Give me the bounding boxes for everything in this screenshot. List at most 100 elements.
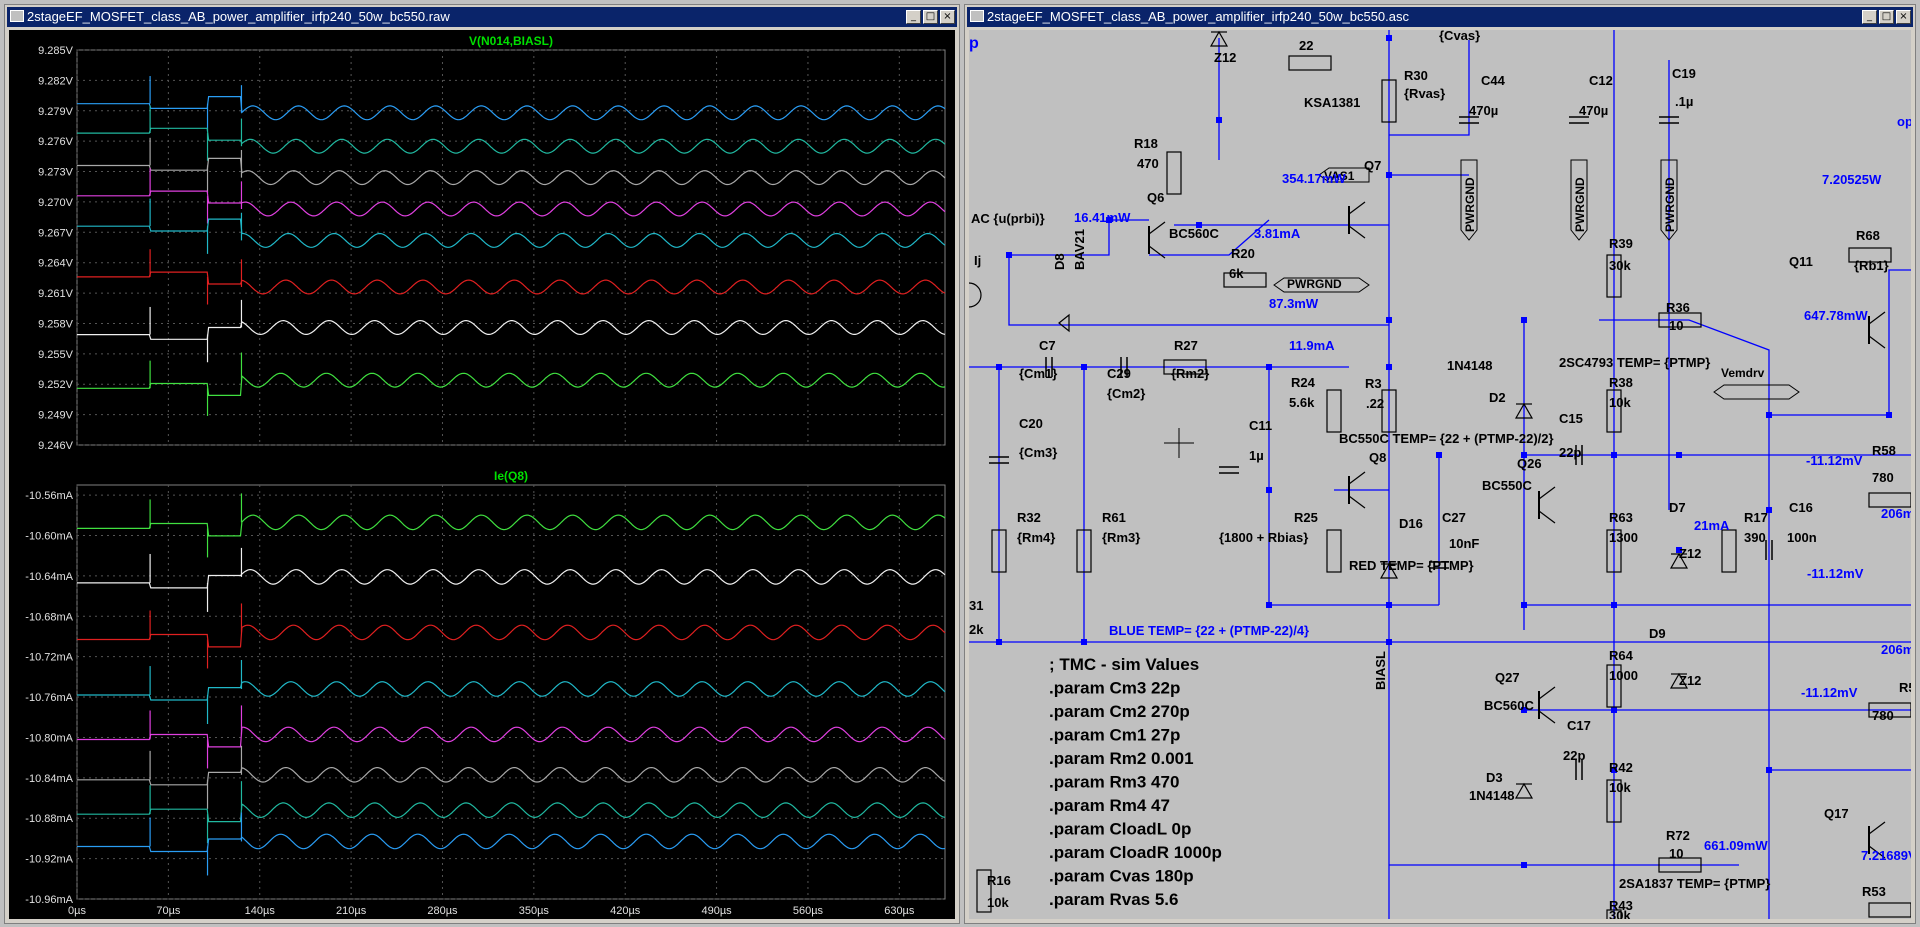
schematic-label[interactable]: C29 <box>1107 366 1131 381</box>
output-wire[interactable] <box>1769 269 1911 416</box>
schematic-label[interactable]: 7.20525W <box>1822 172 1882 187</box>
vemdrv-tag-label[interactable]: Vemdrv <box>1721 366 1765 380</box>
close-button[interactable]: × <box>940 10 955 24</box>
schematic-label[interactable]: BC550C TEMP= {22 + (PTMP-22)/2} <box>1339 431 1554 446</box>
resistor-r22[interactable] <box>1288 55 1332 71</box>
pwrgnd-flag[interactable] <box>1660 159 1678 241</box>
schematic-label[interactable]: 10 <box>1669 846 1683 861</box>
resistor-r64[interactable] <box>1606 664 1622 708</box>
spice-directive[interactable]: .param CloadR 1000p <box>1049 843 1222 862</box>
schematic-label[interactable]: C7 <box>1039 338 1056 353</box>
waveform-window[interactable]: 2stageEF_MOSFET_class_AB_power_amplifier… <box>4 4 960 924</box>
schematic-label[interactable]: C20 <box>1019 416 1043 431</box>
schematic-label[interactable]: {Rb1} <box>1854 258 1889 273</box>
schematic-label[interactable]: 2k <box>969 622 984 637</box>
schematic-label[interactable]: 780 <box>1872 708 1894 723</box>
schematic-label[interactable]: {Cvas} <box>1439 30 1480 43</box>
schematic-label[interactable]: Q17 <box>1824 806 1849 821</box>
schematic-label[interactable]: R53 <box>1862 884 1886 899</box>
schematic-label[interactable]: 1000 <box>1609 668 1638 683</box>
series-line[interactable] <box>77 802 946 823</box>
diode-d3[interactable] <box>1514 782 1534 799</box>
schematic-title-bar[interactable]: 2stageEF_MOSFET_class_AB_power_amplifier… <box>967 7 1913 27</box>
schematic-label[interactable]: 470µ <box>1469 103 1498 118</box>
resistor-r72[interactable] <box>1658 857 1702 873</box>
schematic-label[interactable]: .1µ <box>1675 94 1693 109</box>
resistor-r32[interactable] <box>991 529 1007 573</box>
resistor-r39[interactable] <box>1606 254 1622 298</box>
series-line[interactable] <box>77 766 946 786</box>
resistor-r42[interactable] <box>1606 779 1622 823</box>
series-line[interactable] <box>77 833 946 853</box>
schematic-label[interactable]: 206m <box>1881 506 1911 521</box>
spice-directive[interactable]: .param Cm2 270p <box>1049 702 1190 721</box>
schematic-label[interactable]: BC560C <box>1169 226 1219 241</box>
schematic-label[interactable]: R36 <box>1666 300 1690 315</box>
schematic-label[interactable]: AC {u(prbi)} <box>971 211 1045 226</box>
resistor-r16[interactable] <box>976 869 992 913</box>
spice-directive[interactable]: .param Rvas 5.6 <box>1049 890 1178 909</box>
schematic-label[interactable]: 2SA1837 TEMP= {PTMP} <box>1619 876 1770 891</box>
diode-d9[interactable] <box>1669 672 1689 689</box>
vas1-tag[interactable] <box>1318 167 1370 183</box>
schematic-label[interactable]: op <box>1897 114 1911 129</box>
schematic-label[interactable]: R27 <box>1174 338 1198 353</box>
schematic-label[interactable]: C16 <box>1789 500 1813 515</box>
resistor-r30[interactable] <box>1381 79 1397 123</box>
schematic-label[interactable]: {Rm2} <box>1171 366 1209 381</box>
net-flag-label[interactable]: PWRGND <box>1573 177 1587 232</box>
top-plot-pane[interactable]: V(N014,BIASL)9.285V9.282V9.279V9.276V9.2… <box>38 34 946 452</box>
trace-name-label[interactable]: Ie(Q8) <box>494 469 528 483</box>
spice-directive[interactable]: ; TMC - sim Values <box>1049 655 1199 674</box>
diode-d16[interactable] <box>1379 562 1399 579</box>
schematic-label[interactable]: 10k <box>1609 395 1631 410</box>
maximize-button[interactable]: □ <box>1879 10 1894 24</box>
schematic-label[interactable]: D2 <box>1489 390 1506 405</box>
series-line[interactable] <box>77 726 946 748</box>
schematic-label[interactable]: 470 <box>1137 156 1159 171</box>
schematic-label[interactable]: R32 <box>1017 510 1041 525</box>
schematic-label[interactable]: R5 <box>1899 680 1911 695</box>
schematic-label[interactable]: 10k <box>1609 780 1631 795</box>
resistor-r61[interactable] <box>1076 529 1092 573</box>
schematic-label[interactable]: 1N4148 <box>1447 358 1493 373</box>
schematic-label[interactable]: BC560C <box>1484 698 1534 713</box>
schematic-label[interactable]: BLUE TEMP= {22 + (PTMP-22)/4} <box>1109 623 1309 638</box>
waveform-title-bar[interactable]: 2stageEF_MOSFET_class_AB_power_amplifier… <box>7 7 957 27</box>
schematic-label[interactable]: 206m <box>1881 642 1911 657</box>
schematic-label[interactable]: Q6 <box>1147 190 1164 205</box>
schematic-label[interactable]: 1µ <box>1249 448 1264 463</box>
resistor-r63[interactable] <box>1606 529 1622 573</box>
series-line[interactable] <box>77 372 946 396</box>
schematic-label[interactable]: BAV21 <box>1072 229 1087 270</box>
schematic-label[interactable]: C17 <box>1567 718 1591 733</box>
schematic-label[interactable]: 2SC4793 TEMP= {PTMP} <box>1559 355 1710 370</box>
schematic-label[interactable]: {1800 + Rbias} <box>1219 530 1308 545</box>
schematic-label[interactable]: -11.12mV <box>1806 453 1863 468</box>
schematic-window[interactable]: 2stageEF_MOSFET_class_AB_power_amplifier… <box>964 4 1916 924</box>
schematic-label[interactable]: 87.3mW <box>1269 296 1319 311</box>
current-source-ij[interactable] <box>969 282 982 308</box>
schematic-label[interactable]: R72 <box>1666 828 1690 843</box>
spice-directive[interactable]: .param Cm1 27p <box>1049 726 1180 745</box>
schematic-label[interactable]: 22p <box>1563 748 1585 763</box>
schematic-label[interactable]: 6k <box>1229 266 1244 281</box>
schematic-label[interactable]: 30k <box>1609 258 1631 273</box>
schematic-label[interactable]: D3 <box>1486 770 1503 785</box>
schematic-label[interactable]: Q7 <box>1364 158 1381 173</box>
schematic-label[interactable]: 1N4148 <box>1469 788 1515 803</box>
schematic-label[interactable]: R43 <box>1609 898 1633 913</box>
schematic-label[interactable]: R61 <box>1102 510 1126 525</box>
schematic-label[interactable]: BC550C <box>1482 478 1532 493</box>
pwrgnd-tag-label[interactable]: PWRGND <box>1287 277 1342 291</box>
schematic-label[interactable]: R42 <box>1609 760 1633 775</box>
schematic-label[interactable]: R20 <box>1231 246 1255 261</box>
resistor-r18[interactable] <box>1166 151 1182 195</box>
spice-directive[interactable]: .param CloadL 0p <box>1049 820 1191 839</box>
schematic-label[interactable]: 30k <box>1609 908 1631 919</box>
schematic-label[interactable]: 10 <box>1669 318 1683 333</box>
schematic-label[interactable]: {Rm4} <box>1017 530 1055 545</box>
schematic-label[interactable]: D9 <box>1649 626 1666 641</box>
diode-d7[interactable] <box>1669 552 1689 569</box>
